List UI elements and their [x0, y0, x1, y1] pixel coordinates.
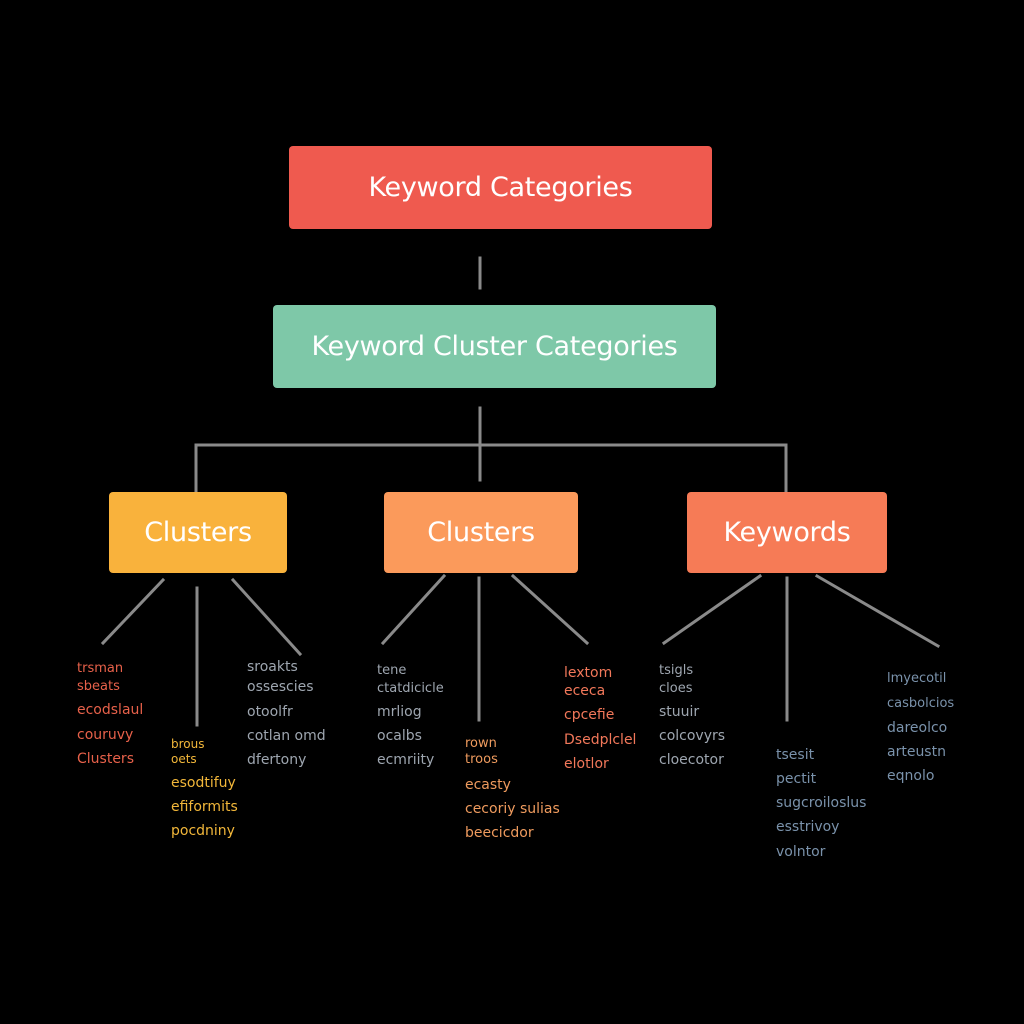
leaf-keyword: ctatdicicle [377, 681, 444, 696]
leaf-keyword: sbeats [77, 679, 120, 694]
child-2-branch-left [380, 573, 447, 646]
leaf-keyword: beecicdor [465, 825, 534, 841]
leaf-keyword: ecodslaul [77, 702, 144, 718]
mid-node-label: Keyword Cluster Categories [311, 331, 678, 362]
leaf-keyword: eqnolo [887, 768, 935, 784]
leaf-keyword: ecasty [465, 777, 511, 793]
leaf-keyword: colcovyrs [659, 728, 726, 744]
leaf-keyword: efiformits [171, 799, 238, 815]
leaf-keyword: trsman [77, 661, 124, 676]
root-node-keyword-categories[interactable]: Keyword Categories [289, 146, 712, 229]
child-node-clusters-1[interactable]: Clusters [109, 492, 287, 573]
leaf-keyword: volntor [776, 844, 826, 860]
leaf-keyword: cloes [659, 681, 693, 696]
root-node-label: Keyword Categories [368, 172, 633, 203]
child-node-label: Keywords [723, 517, 851, 548]
child-node-label: Clusters [144, 517, 252, 548]
leaf-keyword: elotlor [564, 756, 609, 772]
child-3-branch-left [661, 573, 763, 646]
leaf-keyword: dareolco [887, 720, 948, 736]
leaf-keyword: tene [377, 663, 407, 678]
leaf-keyword: cotlan omd [247, 728, 326, 744]
leaf-keyword: otoolfr [247, 704, 293, 720]
child-node-clusters-2[interactable]: Clusters [384, 492, 578, 573]
leaf-keyword: pocdniny [171, 823, 235, 839]
leaf-keyword: casbolcios [887, 696, 955, 711]
leaf-keyword: sroakts [247, 659, 298, 675]
leaf-keyword: Dsedplclel [564, 732, 637, 748]
leaf-keyword: ecmriity [377, 752, 435, 768]
leaf-keyword: troos [465, 752, 498, 767]
leaf-keyword: ececa [564, 683, 606, 699]
leaf-keyword: couruvy [77, 727, 134, 743]
leaf-keyword: rown [465, 736, 497, 751]
child-node-keywords[interactable]: Keywords [687, 492, 887, 573]
leaf-keyword: ocalbs [377, 728, 422, 744]
leaf-keyword: esstrivoy [776, 819, 840, 835]
leaf-keyword: tsigls [659, 663, 694, 678]
leaf-keyword: ossescies [247, 679, 314, 695]
leaf-keyword: lextom [564, 665, 613, 681]
leaf-keyword: sugcroiloslus [776, 795, 867, 811]
leaf-keyword: Clusters [77, 751, 134, 767]
child-3-branch-right [814, 573, 941, 649]
child-1-branch-left [100, 577, 166, 646]
leaf-keyword: cloecotor [659, 752, 724, 768]
mid-node-keyword-cluster-categories[interactable]: Keyword Cluster Categories [273, 305, 716, 388]
leaf-keyword: brous [171, 737, 205, 751]
leaf-keyword: lmyecotil [887, 671, 947, 686]
leaf-keyword: cecoriy sulias [465, 801, 560, 817]
leaf-keyword: mrliog [377, 704, 422, 720]
leaf-keyword: esodtifuy [171, 775, 236, 791]
leaf-keyword: oets [171, 752, 197, 766]
leaf-keyword: stuuir [659, 704, 700, 720]
leaf-keyword: dfertony [247, 752, 307, 768]
child-2-branch-right [510, 573, 590, 646]
leaf-keyword: tsesit [776, 747, 815, 763]
child-1-branch-right [230, 577, 303, 657]
leaf-keyword: arteustn [887, 744, 946, 760]
leaf-keyword: pectit [776, 771, 817, 787]
child-node-label: Clusters [427, 517, 535, 548]
leaf-keyword: cpcefie [564, 707, 615, 723]
